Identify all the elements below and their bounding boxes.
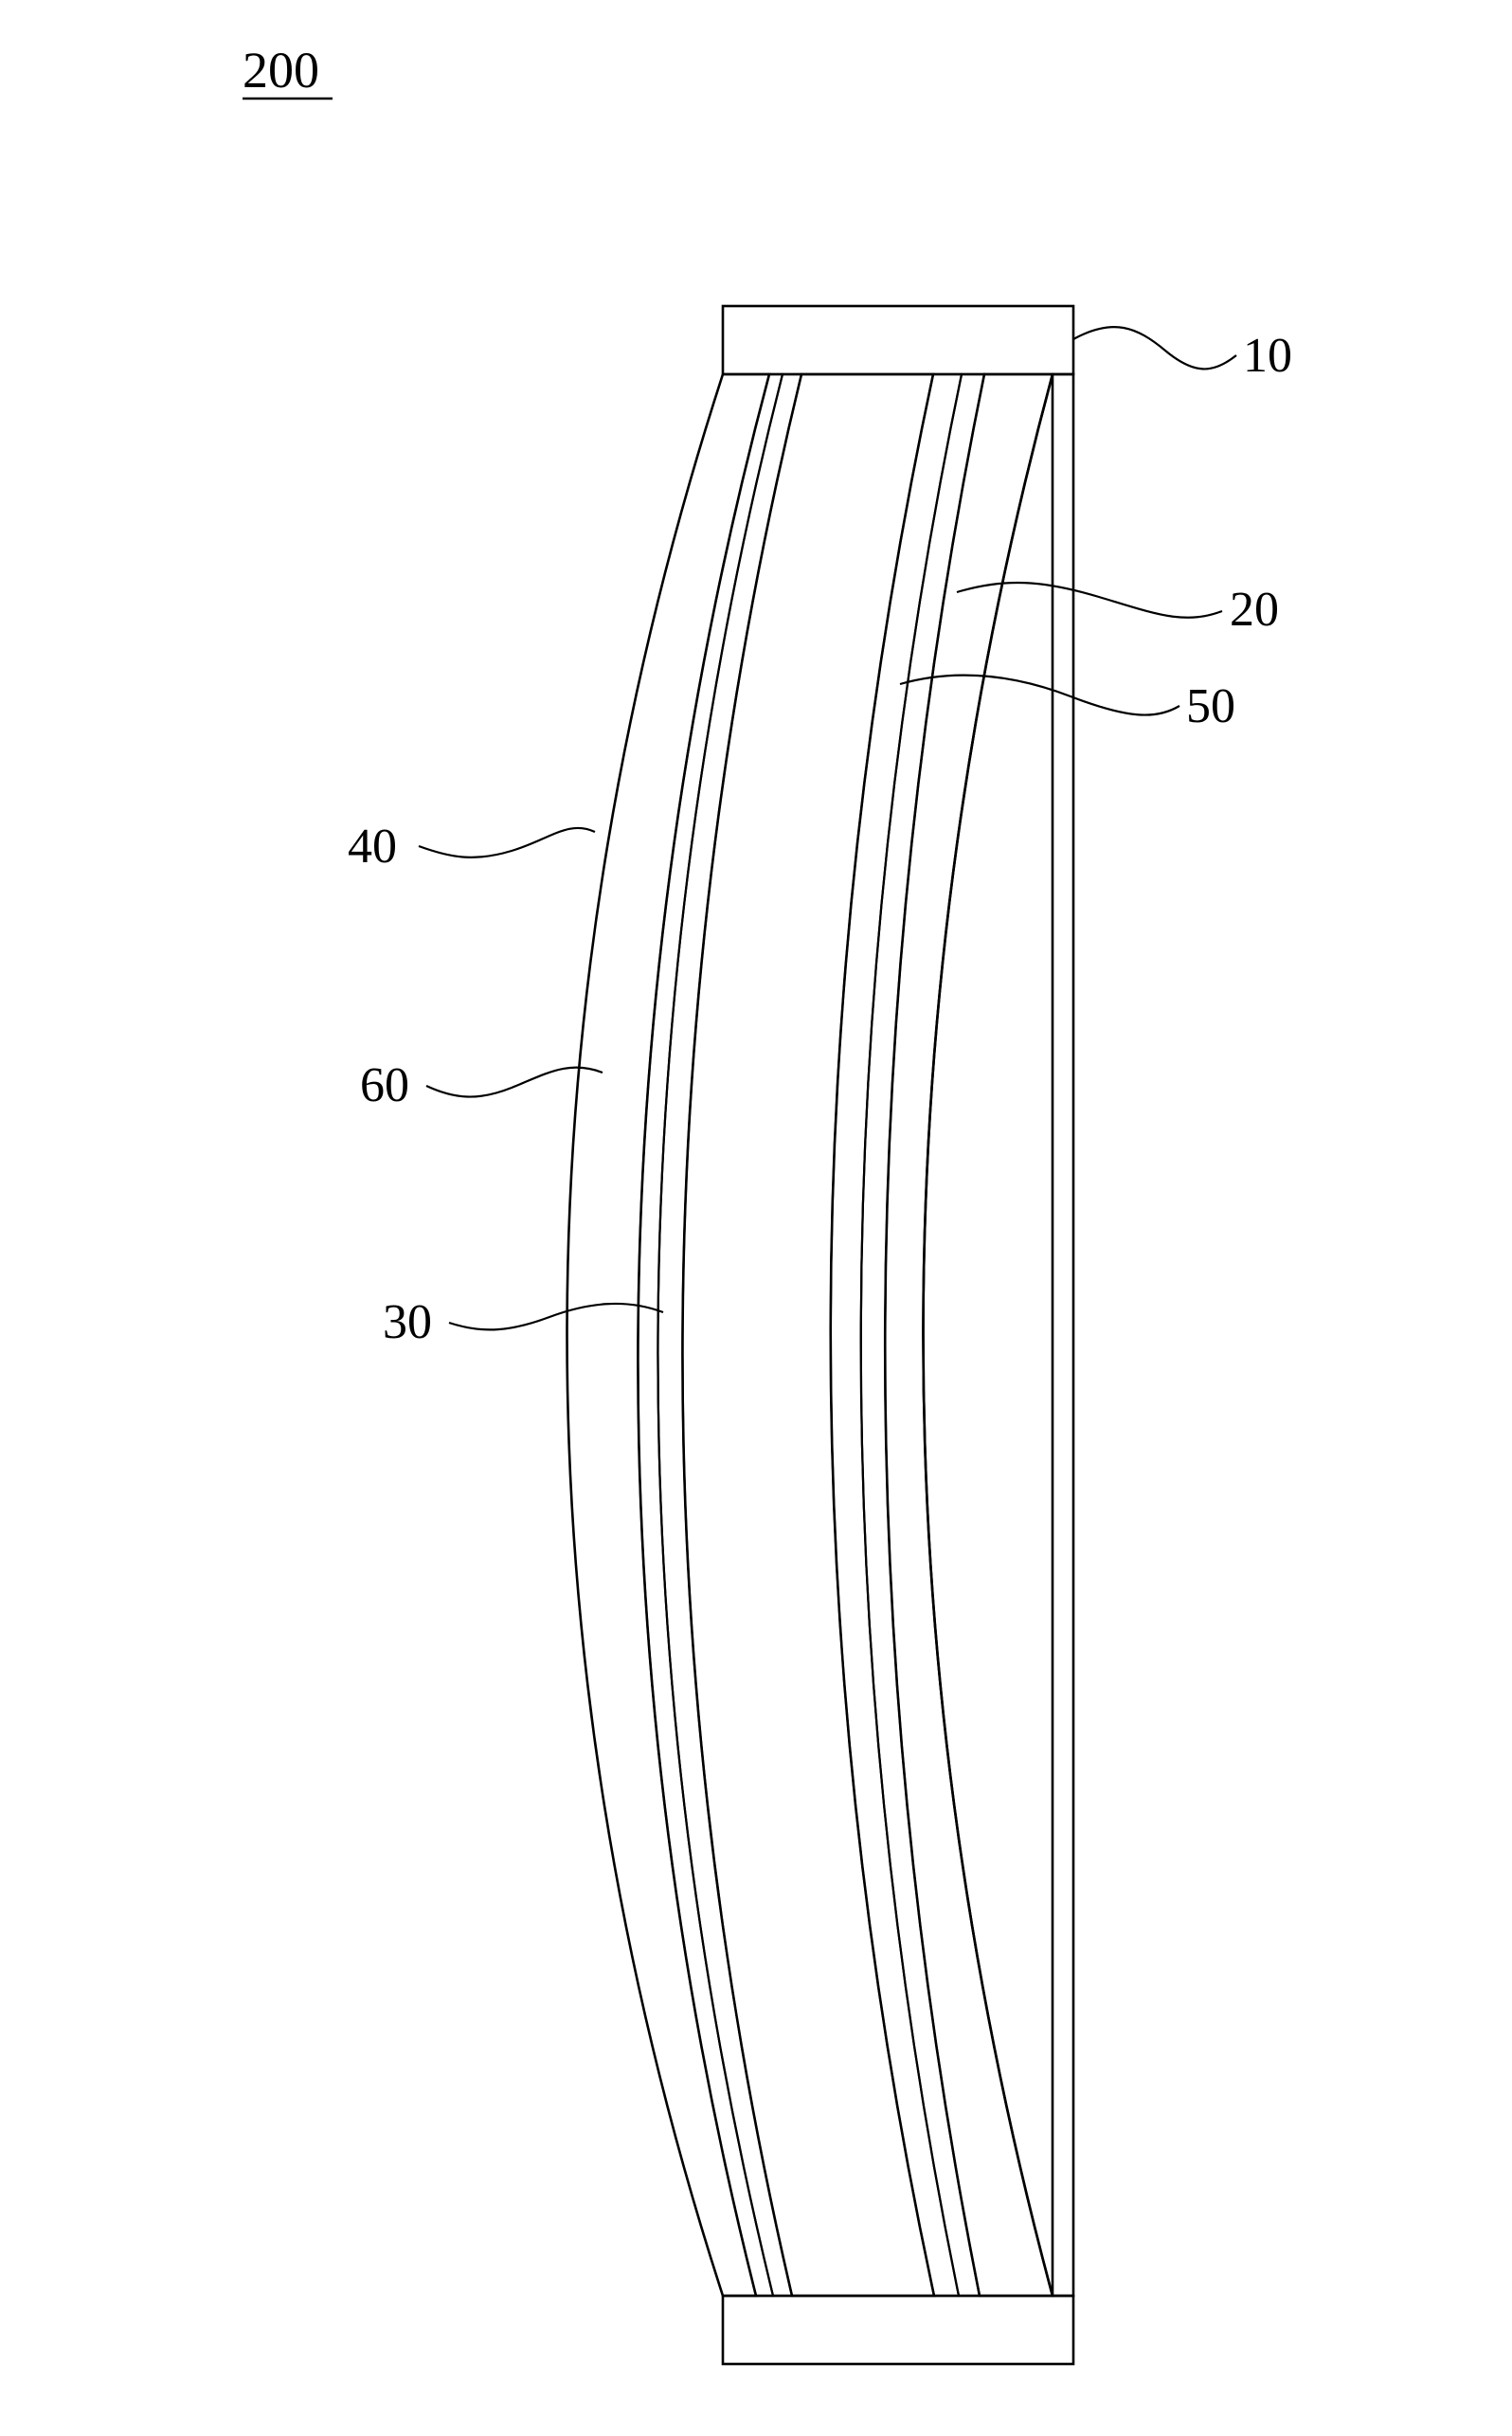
callout-label-60: 60 xyxy=(360,1058,409,1112)
gap-layer-left xyxy=(657,374,801,2296)
callout-50: 50 xyxy=(900,676,1235,733)
leader-line-50 xyxy=(900,676,1179,715)
thin-layer-60 xyxy=(638,374,783,2296)
callout-label-10: 10 xyxy=(1243,329,1292,383)
figure-number: 200 xyxy=(243,42,319,99)
callout-30: 30 xyxy=(383,1295,663,1349)
callout-label-30: 30 xyxy=(383,1295,432,1349)
callout-10: 10 xyxy=(1073,327,1292,383)
gap-layer-right xyxy=(831,374,962,2296)
leader-line-30 xyxy=(449,1304,663,1329)
frame-bottom-bar xyxy=(723,2296,1073,2364)
outer-layer-40 xyxy=(567,374,770,2296)
frame-top-bar xyxy=(723,306,1073,374)
frame-side-wall xyxy=(1053,374,1073,2296)
cavity-edge xyxy=(924,374,1053,2296)
callout-label-50: 50 xyxy=(1186,679,1235,733)
callout-40: 40 xyxy=(348,820,595,874)
leader-line-10 xyxy=(1073,327,1236,369)
callout-60: 60 xyxy=(360,1058,603,1112)
leader-line-40 xyxy=(419,828,595,857)
callout-label-40: 40 xyxy=(348,820,397,874)
callout-20: 20 xyxy=(957,583,1279,637)
callout-label-20: 20 xyxy=(1230,583,1279,637)
frame-10 xyxy=(723,306,1073,2364)
